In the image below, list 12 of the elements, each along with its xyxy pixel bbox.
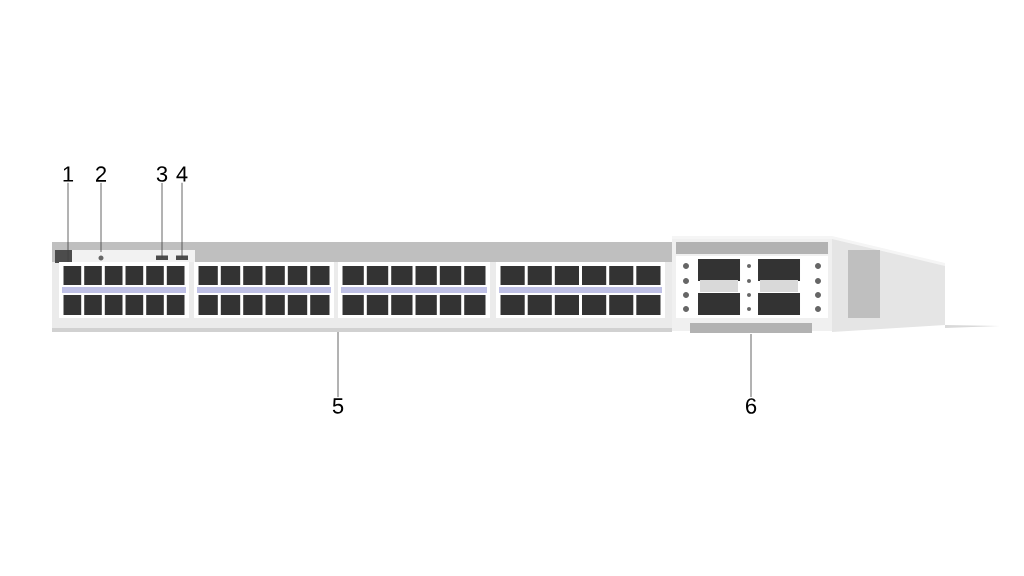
leader-line [161, 182, 163, 259]
callout-number: 4 [176, 166, 188, 182]
callout-number: 1 [63, 166, 74, 182]
callout-number: 5 [332, 398, 344, 414]
leader-line [337, 331, 339, 398]
leader-line [750, 333, 752, 398]
callout-number: 3 [156, 166, 168, 182]
leader-line [100, 182, 102, 253]
callout-number: 6 [746, 398, 757, 414]
callout-number: 2 [96, 166, 106, 182]
leader-line [181, 182, 183, 259]
leader-line [67, 182, 69, 263]
